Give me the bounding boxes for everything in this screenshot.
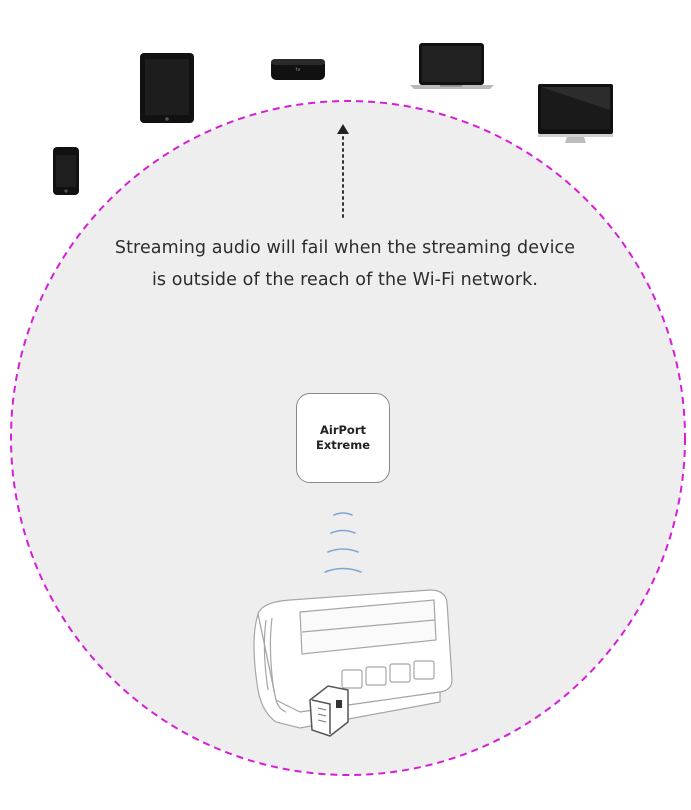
svg-text:tv: tv	[296, 67, 301, 73]
caption-line-1: Streaming audio will fail when the strea…	[114, 238, 576, 258]
caption-text: Streaming audio will fail when the strea…	[95, 232, 595, 296]
stream-adapter-icon	[309, 685, 349, 737]
reach-arrow-head	[337, 124, 349, 134]
router-label-line-1: AirPort	[319, 423, 366, 437]
apple-tv-icon: tv	[271, 59, 325, 80]
iphone-icon	[53, 147, 79, 195]
macbook-icon	[410, 43, 494, 89]
router-label-line-2: Extreme	[315, 438, 371, 452]
imac-icon	[538, 84, 613, 143]
amplifier-icon	[253, 589, 453, 729]
caption-line-2: is outside of the reach of the Wi-Fi net…	[151, 270, 539, 290]
wifi-signal-icon	[324, 512, 362, 573]
ipad-icon	[140, 53, 194, 123]
airport-extreme-router: AirPort Extreme	[296, 393, 390, 483]
